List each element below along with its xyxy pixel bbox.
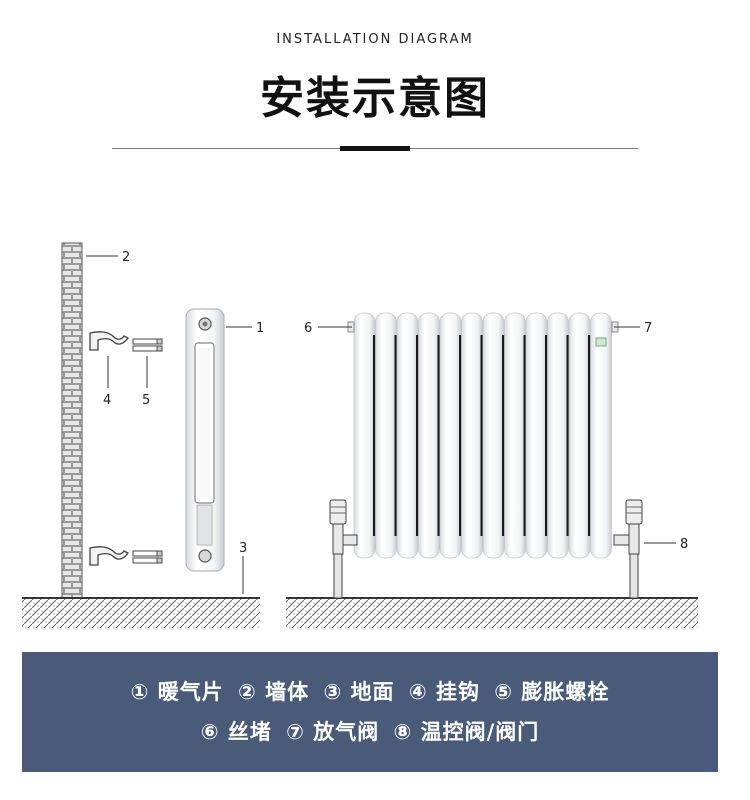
legend-item-bolt: ⑤ 膨胀螺栓 [494,680,610,704]
thermostatic-valve-icon [329,499,358,599]
label-sticker [595,337,607,347]
subtitle: INSTALLATION DIAGRAM [276,32,474,47]
callout-6: 6 [304,321,312,336]
callout-3: 3 [239,541,247,556]
radiator-gap [523,335,527,536]
legend-item-wall: ② 墙体 [238,680,310,704]
radiator-gap [459,335,463,536]
bolt-icon [132,338,163,352]
radiator-column [482,312,505,559]
legend-row-2: ⑥ 丝堵 ⑦ 放气阀 ⑧ 温控阀/阀门 [22,716,718,746]
divider-accent [340,146,410,151]
radiator-column [353,312,376,559]
callout-7: 7 [644,321,652,336]
brick-wall [61,242,83,599]
callout-5: 5 [142,393,150,408]
hook-icon [89,331,129,351]
hook-icon [89,546,129,566]
radiator-front-view [347,312,619,559]
radiator-gap [437,335,441,536]
legend-panel: ① 暖气片 ② 墙体 ③ 地面 ④ 挂钩 ⑤ 膨胀螺栓 ⑥ 丝堵 ⑦ 放气阀 ⑧… [22,652,718,772]
radiator-column [590,312,612,559]
callout-2: 2 [122,250,130,265]
legend-item-air-valve: ⑦ 放气阀 [286,720,380,744]
installation-diagram: 2 1 3 4 5 6 7 8 [22,242,698,628]
radiator-column [504,312,526,559]
radiator-gap [502,335,506,536]
legend-item-plug: ⑥ 丝堵 [200,720,272,744]
callout-8: 8 [680,537,688,552]
radiator-column [461,312,483,559]
legend-row-1: ① 暖气片 ② 墙体 ③ 地面 ④ 挂钩 ⑤ 膨胀螺栓 [22,676,718,706]
thermostatic-valve-icon [613,499,643,599]
page-title: 安装示意图 [260,73,490,124]
radiator-column [439,312,462,559]
side-view [22,242,260,628]
floor-right [286,598,698,628]
callout-1: 1 [256,321,264,336]
radiator-gap [588,335,592,536]
legend-item-thermostatic-valve: ⑧ 温控阀/阀门 [393,720,540,744]
front-view [286,312,698,628]
radiator-gap [545,335,549,536]
radiator-gap [373,335,377,536]
callout-4: 4 [103,393,111,408]
radiator-column [525,312,548,559]
radiator-column [375,312,397,559]
radiator-gap [566,335,570,536]
floor-left [22,598,260,628]
radiator-side-view [185,308,225,572]
bolt-icon [132,550,163,564]
radiator-column [418,312,440,559]
legend-item-radiator: ① 暖气片 [130,680,224,704]
radiator-column [547,312,569,559]
radiator-gap [394,335,398,536]
radiator-column [396,312,419,559]
legend-item-hook: ④ 挂钩 [408,680,480,704]
radiator-column [568,312,591,559]
radiator-gap [480,335,484,536]
radiator-gap [416,335,420,536]
legend-item-floor: ③ 地面 [323,680,395,704]
